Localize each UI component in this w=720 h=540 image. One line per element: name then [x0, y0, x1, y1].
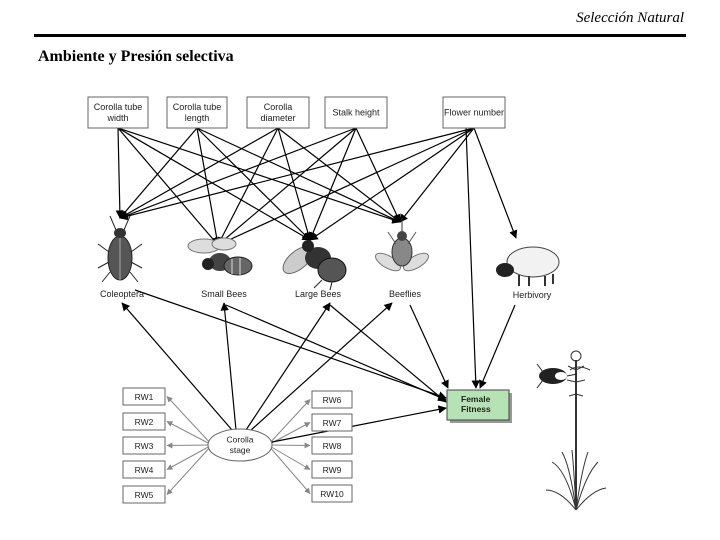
rw-label: RW5: [135, 490, 154, 500]
rw-label: RW7: [323, 418, 342, 428]
beefly-illustration: [375, 218, 429, 272]
path-arrow: [267, 399, 311, 446]
rw-node-rw9: RW9: [311, 460, 353, 479]
path-arrow: [166, 421, 213, 446]
trait-label: diameter: [260, 113, 295, 123]
path-arrow: [121, 302, 233, 431]
rw-label: RW8: [323, 441, 342, 451]
path-arrow: [166, 396, 213, 446]
path-arrow: [119, 127, 357, 220]
page-title: Ambiente y Presión selectiva: [38, 48, 234, 65]
stage-label: stage: [230, 445, 251, 455]
path-arrow: [117, 127, 401, 224]
path-arrow: [225, 304, 447, 401]
illustrations: [97, 215, 607, 511]
sheep-illustration: [496, 246, 560, 286]
fitness-label: Female: [461, 394, 491, 404]
path-arrow: [196, 127, 401, 223]
path-arrow: [271, 405, 447, 443]
path-arrow: [267, 444, 311, 494]
stage-label: Corolla: [227, 435, 254, 445]
trait-node-stalk-height: Stalk height: [324, 96, 388, 129]
path-arrow: [308, 127, 357, 241]
rw-label: RW3: [135, 441, 154, 451]
plant-illustration: [545, 350, 607, 511]
path-arrow: [479, 304, 516, 389]
trait-label: Stalk height: [332, 108, 380, 118]
trait-label: Flower number: [444, 108, 504, 118]
large-bee-illustration: [282, 240, 347, 291]
path-arrow: [166, 444, 213, 495]
trait-label: Corolla tube: [173, 102, 222, 112]
path-arrow: [217, 127, 475, 246]
path-arrow: [245, 302, 331, 431]
path-arrow: [249, 302, 393, 432]
path-arrow: [465, 127, 480, 389]
path-arrow: [134, 289, 447, 400]
path-arrow: [166, 444, 213, 470]
rw-node-rw6: RW6: [311, 390, 353, 409]
path-arrow: [309, 127, 475, 241]
rw-label: RW4: [135, 465, 154, 475]
path-arrow: [399, 127, 475, 223]
trait-label: Corolla tube: [94, 102, 143, 112]
rw-node-rw1: RW1: [122, 387, 166, 406]
path-arrow: [277, 127, 401, 223]
rw-label: RW10: [320, 489, 344, 499]
rw-label: RW6: [323, 395, 342, 405]
path-arrow: [217, 127, 279, 246]
path-arrows: [115, 127, 518, 495]
path-arrow: [196, 127, 221, 246]
animal-label-large-bees: Large Bees: [295, 289, 342, 299]
fitness-label: Fitness: [461, 404, 491, 414]
header-title: Selección Natural: [576, 10, 684, 26]
animal-label-beeflies: Beeflies: [389, 289, 422, 299]
trait-node-flower-number: Flower number: [442, 96, 506, 129]
rw-node-rw2: RW2: [122, 412, 166, 431]
rw-label: RW9: [323, 465, 342, 475]
animal-label-herbivory: Herbivory: [513, 290, 552, 300]
path-arrow: [119, 127, 279, 219]
rw-node-rw3: RW3: [122, 436, 166, 455]
path-arrow: [267, 444, 311, 470]
path-arrow: [119, 127, 198, 219]
path-arrow: [355, 127, 401, 223]
hawkmoth-illustration: [536, 363, 578, 389]
rw-node-rw7: RW7: [311, 413, 353, 432]
animal-label-small-bees: Small Bees: [201, 289, 247, 299]
path-arrow: [473, 127, 518, 239]
animal-label-coleoptera: Coleoptera: [100, 289, 144, 299]
path-arrow: [115, 127, 125, 219]
rw-node-rw5: RW5: [122, 485, 166, 504]
trait-label: Corolla: [264, 102, 293, 112]
rw-node-rw10: RW10: [311, 484, 353, 503]
path-arrow: [267, 442, 311, 449]
rw-label: RW1: [135, 392, 154, 402]
rw-label: RW2: [135, 417, 154, 427]
path-arrow: [117, 127, 311, 241]
path-arrow: [166, 442, 213, 449]
path-arrow: [119, 127, 475, 221]
path-arrow: [117, 127, 219, 246]
path-arrow: [329, 304, 447, 403]
trait-label: length: [185, 113, 210, 123]
path-arrow: [409, 304, 449, 389]
small-bee-illustration: [187, 237, 253, 276]
header-rule: [34, 34, 686, 37]
path-arrow: [217, 127, 357, 246]
path-arrow: [277, 127, 312, 241]
path-arrow: [220, 302, 237, 431]
trait-label: width: [106, 113, 128, 123]
rw-node-rw8: RW8: [311, 436, 353, 455]
rw-node-rw4: RW4: [122, 460, 166, 479]
beetle-illustration: [97, 215, 143, 283]
